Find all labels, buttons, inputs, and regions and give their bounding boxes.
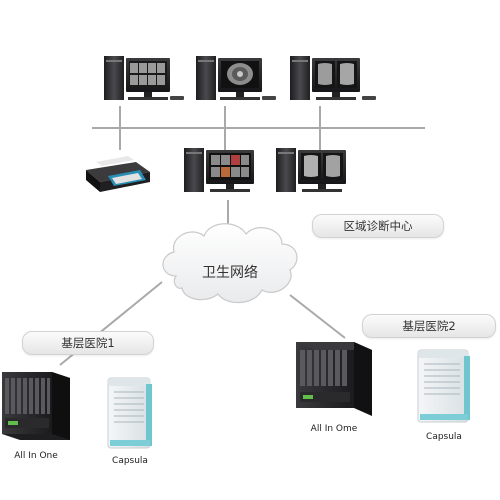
server2-label: All In Ome <box>310 424 358 434</box>
storage1-label: Capsula <box>112 456 148 466</box>
blade-server-rack-right <box>296 342 372 416</box>
storage2-label: Capsula <box>426 432 462 442</box>
server1-label: All In One <box>14 451 58 461</box>
network-cloud-icon <box>162 223 298 304</box>
workstation-mid-1 <box>184 148 254 192</box>
regional-center-label: 区域诊断中心 <box>312 214 444 238</box>
cloud-label: 卫生网络 <box>202 265 258 281</box>
film-printer-icon <box>86 156 150 192</box>
workstation-top-3 <box>290 56 376 100</box>
workstation-mid-2 <box>276 148 346 192</box>
workstation-top-2 <box>196 56 276 100</box>
hospital1-label: 基层医院1 <box>22 331 154 355</box>
blade-server-rack-left <box>2 372 70 440</box>
storage-cabinet-left <box>107 377 152 449</box>
hospital2-label: 基层医院2 <box>362 314 496 338</box>
workstation-top-1 <box>104 56 184 100</box>
storage-cabinet-right <box>417 349 470 423</box>
